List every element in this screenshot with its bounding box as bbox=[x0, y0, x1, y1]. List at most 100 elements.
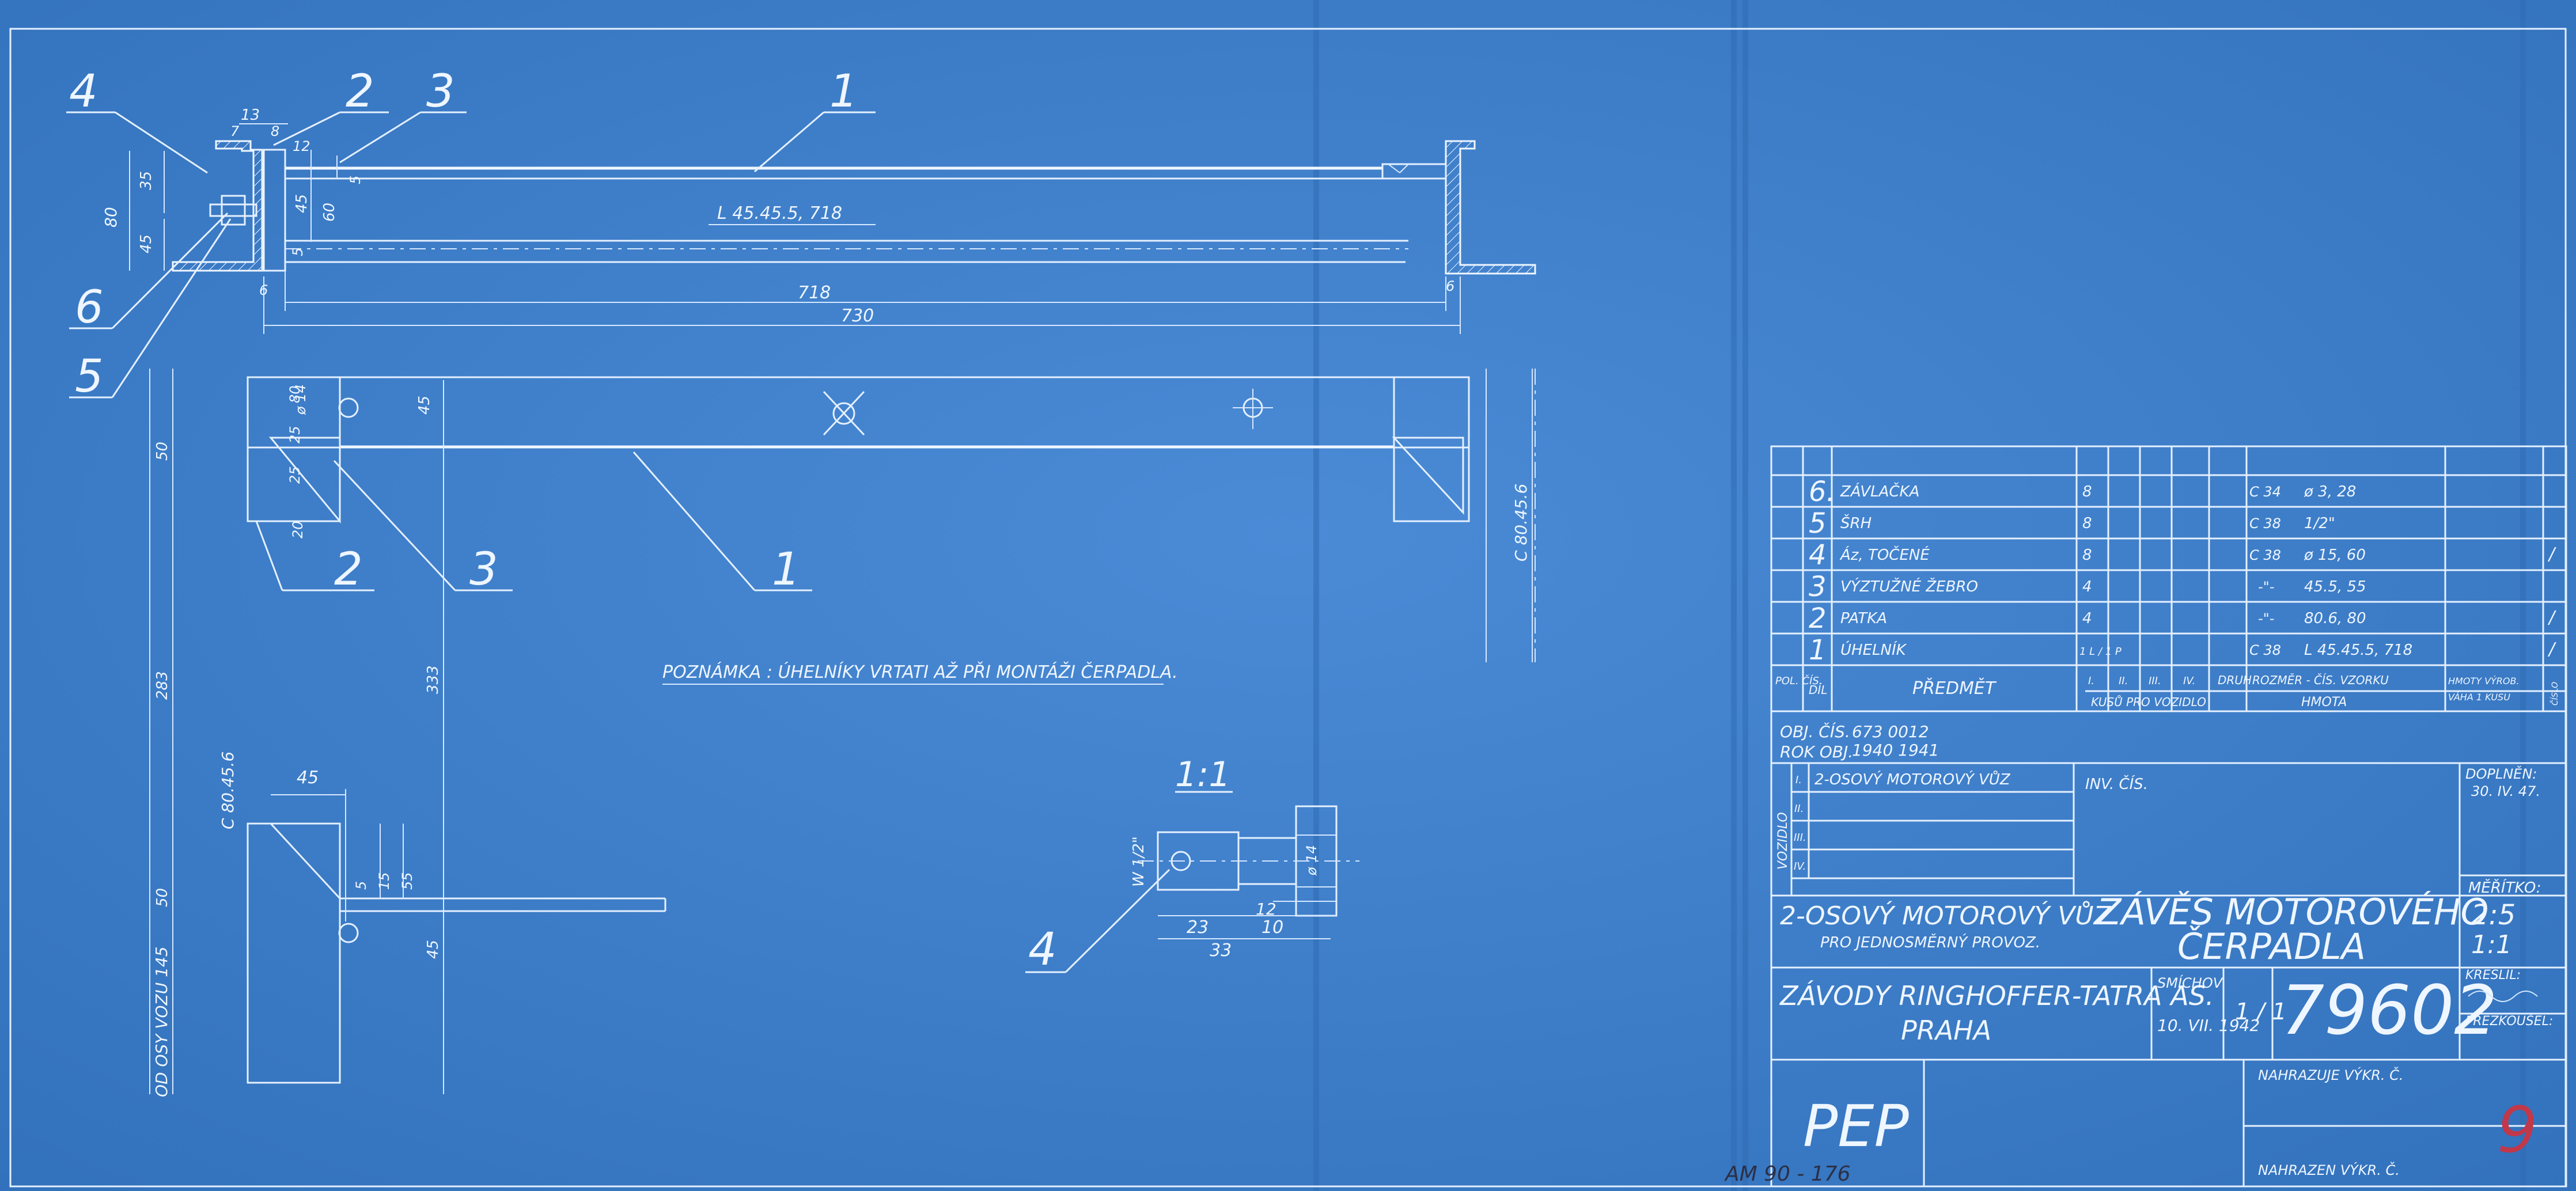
dim-text: 35 bbox=[138, 171, 155, 190]
dim-text: ø 14 bbox=[1304, 845, 1320, 876]
header-kusu: KUSŮ PRO VOZIDLO bbox=[2091, 695, 2206, 709]
title-block: OBJ. ČÍS. 673 0012 ROK OBJ. 1940 1941 VO… bbox=[1724, 710, 2567, 1188]
dim-text: 13 bbox=[241, 107, 260, 124]
row-size: 45.5, 55 bbox=[2304, 578, 2366, 596]
callout-1: 1 bbox=[829, 66, 858, 117]
vehicle-subtitle: PRO JEDNOSMĚRNÝ PROVOZ. bbox=[1820, 933, 2040, 951]
bolt-scale: 1:1 bbox=[1175, 754, 1231, 795]
left-rib bbox=[268, 437, 341, 524]
obj-cis-label: OBJ. ČÍS. bbox=[1780, 722, 1850, 741]
vehicle-title: 2-OSOVÝ MOTOROVÝ VŮZ bbox=[1780, 900, 2112, 931]
dim-text: 55 bbox=[399, 872, 415, 890]
leader-line bbox=[339, 111, 421, 164]
nahrazen-label: NAHRAZEN VÝKR. Č. bbox=[2258, 1161, 2400, 1178]
leader-line bbox=[632, 452, 756, 591]
meritko-label: MĚŘÍTKO: bbox=[2468, 878, 2541, 897]
detail-rib bbox=[268, 822, 341, 901]
leader-line bbox=[273, 111, 340, 146]
callout-6: 6 bbox=[75, 282, 104, 333]
row-qty: 8 bbox=[2082, 483, 2092, 500]
part-title-1: ZÁVĚS MOTOROVÉHO bbox=[2096, 890, 2488, 933]
dim-text: 8 bbox=[271, 123, 279, 139]
parts-list: 6. ZÁVLAČKA 8 C 34 ø 3, 28 5 ŠRH 8 C 38 … bbox=[1770, 445, 2567, 712]
dim-text: 50 bbox=[154, 442, 171, 461]
leader-line bbox=[255, 521, 283, 591]
doplnen-label: DOPLNĚN: bbox=[2465, 765, 2537, 782]
row-pos: 3 bbox=[1809, 571, 1827, 603]
left-bracket-section bbox=[172, 140, 265, 272]
row-material: C 38 bbox=[2249, 642, 2281, 658]
drawing-note: POZNÁMKA : ÚHELNÍKY VRTATI AŽ PŘI MONTÁŽ… bbox=[662, 661, 1178, 682]
header-rozmer: ROZMĚR - ČÍS. VZORKU bbox=[2252, 673, 2389, 687]
right-foot bbox=[1393, 376, 1470, 522]
row-name: ŠRH bbox=[1840, 514, 1872, 532]
header-pol: POL. ČÍS. bbox=[1775, 674, 1823, 687]
handwritten-reference: AM 90 - 176 bbox=[1724, 1162, 1851, 1186]
row-qty: 8 bbox=[2082, 515, 2092, 532]
center-mark bbox=[823, 390, 865, 436]
row-name: PATKA bbox=[1840, 610, 1887, 627]
dim-text: 5 bbox=[290, 248, 306, 256]
row-material: -"- bbox=[2258, 610, 2274, 627]
header-druh: DRUH bbox=[2218, 673, 2252, 687]
header-hmoty: HMOTY VÝROB. bbox=[2448, 676, 2520, 686]
callout-3: 3 bbox=[469, 544, 498, 596]
rok-obj-label: ROK OBJ. bbox=[1780, 742, 1853, 761]
bolt-head bbox=[221, 195, 246, 226]
dim-text: 45 bbox=[297, 768, 319, 788]
company-name: ZÁVODY RINGHOFFER-TATRA AS. bbox=[1779, 980, 2214, 1011]
dim-text: 7 bbox=[230, 123, 240, 139]
title-block-frame bbox=[1770, 710, 2567, 1188]
row-size: ø 3, 28 bbox=[2304, 483, 2356, 500]
row-qty: 1 L / 1 P bbox=[2079, 646, 2122, 658]
sheet-number: 1 / 1 bbox=[2235, 999, 2287, 1025]
dim-730: 730 bbox=[841, 306, 874, 326]
vozidlo-row-i: I. bbox=[1795, 774, 1802, 786]
dim-text: 80 bbox=[287, 385, 303, 403]
callout-2: 2 bbox=[334, 544, 363, 596]
vozidlo-row-iv: IV. bbox=[1794, 860, 1806, 873]
row-material: C 38 bbox=[2249, 515, 2281, 532]
bolt-hole bbox=[832, 402, 855, 425]
dim-text: 45 bbox=[293, 194, 310, 213]
row-material: C 34 bbox=[2249, 484, 2281, 500]
pep-stamp: PEP bbox=[1803, 1093, 1909, 1160]
row-pos: 1 bbox=[1809, 634, 1827, 666]
header-hmota: HMOTA bbox=[2301, 695, 2347, 710]
drawing-number: 79602 bbox=[2281, 970, 2497, 1050]
row-remark: / bbox=[2547, 639, 2556, 659]
callout-4: 4 bbox=[1028, 924, 1057, 976]
side-view: ø 14 25 80 45 50 25 20 283 333 C 80.45.6… bbox=[149, 369, 1536, 1094]
dim-text: 45 bbox=[138, 234, 155, 253]
header-i: I. bbox=[2088, 675, 2094, 687]
row-size: L 45.45.5, 718 bbox=[2304, 642, 2412, 659]
row-pos: 2 bbox=[1809, 602, 1827, 635]
callout-1: 1 bbox=[772, 544, 801, 596]
callout-4: 4 bbox=[69, 66, 98, 117]
dim-text: 45 bbox=[416, 396, 433, 415]
row-material: -"- bbox=[2258, 579, 2274, 595]
nahrazuje-label: NAHRAZUJE VÝKR. Č. bbox=[2258, 1066, 2404, 1083]
dim-text: 23 bbox=[1187, 917, 1209, 938]
dim-text: 12 bbox=[293, 138, 310, 154]
row-name: ÚHELNÍK bbox=[1840, 640, 1907, 659]
meritko-1: 2:5 bbox=[2471, 899, 2516, 931]
dim-text: 33 bbox=[1210, 940, 1232, 961]
header-ii: II. bbox=[2119, 675, 2128, 687]
row-qty: 4 bbox=[2082, 578, 2092, 596]
weld-mark bbox=[1388, 164, 1400, 173]
vozidlo-i-value: 2-OSOVÝ MOTOROVÝ VŮZ bbox=[1814, 770, 2011, 788]
row-qty: 8 bbox=[2082, 547, 2092, 564]
header-dil: DÍL bbox=[1809, 683, 1827, 697]
callout-5: 5 bbox=[75, 351, 104, 403]
smichov-label: SMÍCHOV bbox=[2157, 974, 2223, 991]
obj-cis: 673 0012 bbox=[1852, 722, 1929, 741]
row-name: ZÁVLAČKA bbox=[1840, 482, 1919, 500]
drawing-date: 10. VII. 1942 bbox=[2157, 1016, 2260, 1035]
prezkousel-label: PŘEZKOUŠEL: bbox=[2465, 1014, 2553, 1029]
kreslil-signature bbox=[2468, 991, 2538, 1002]
meritko-2: 1:1 bbox=[2471, 930, 2512, 959]
callout-2: 2 bbox=[346, 66, 374, 117]
row-pos: 4 bbox=[1809, 539, 1827, 571]
